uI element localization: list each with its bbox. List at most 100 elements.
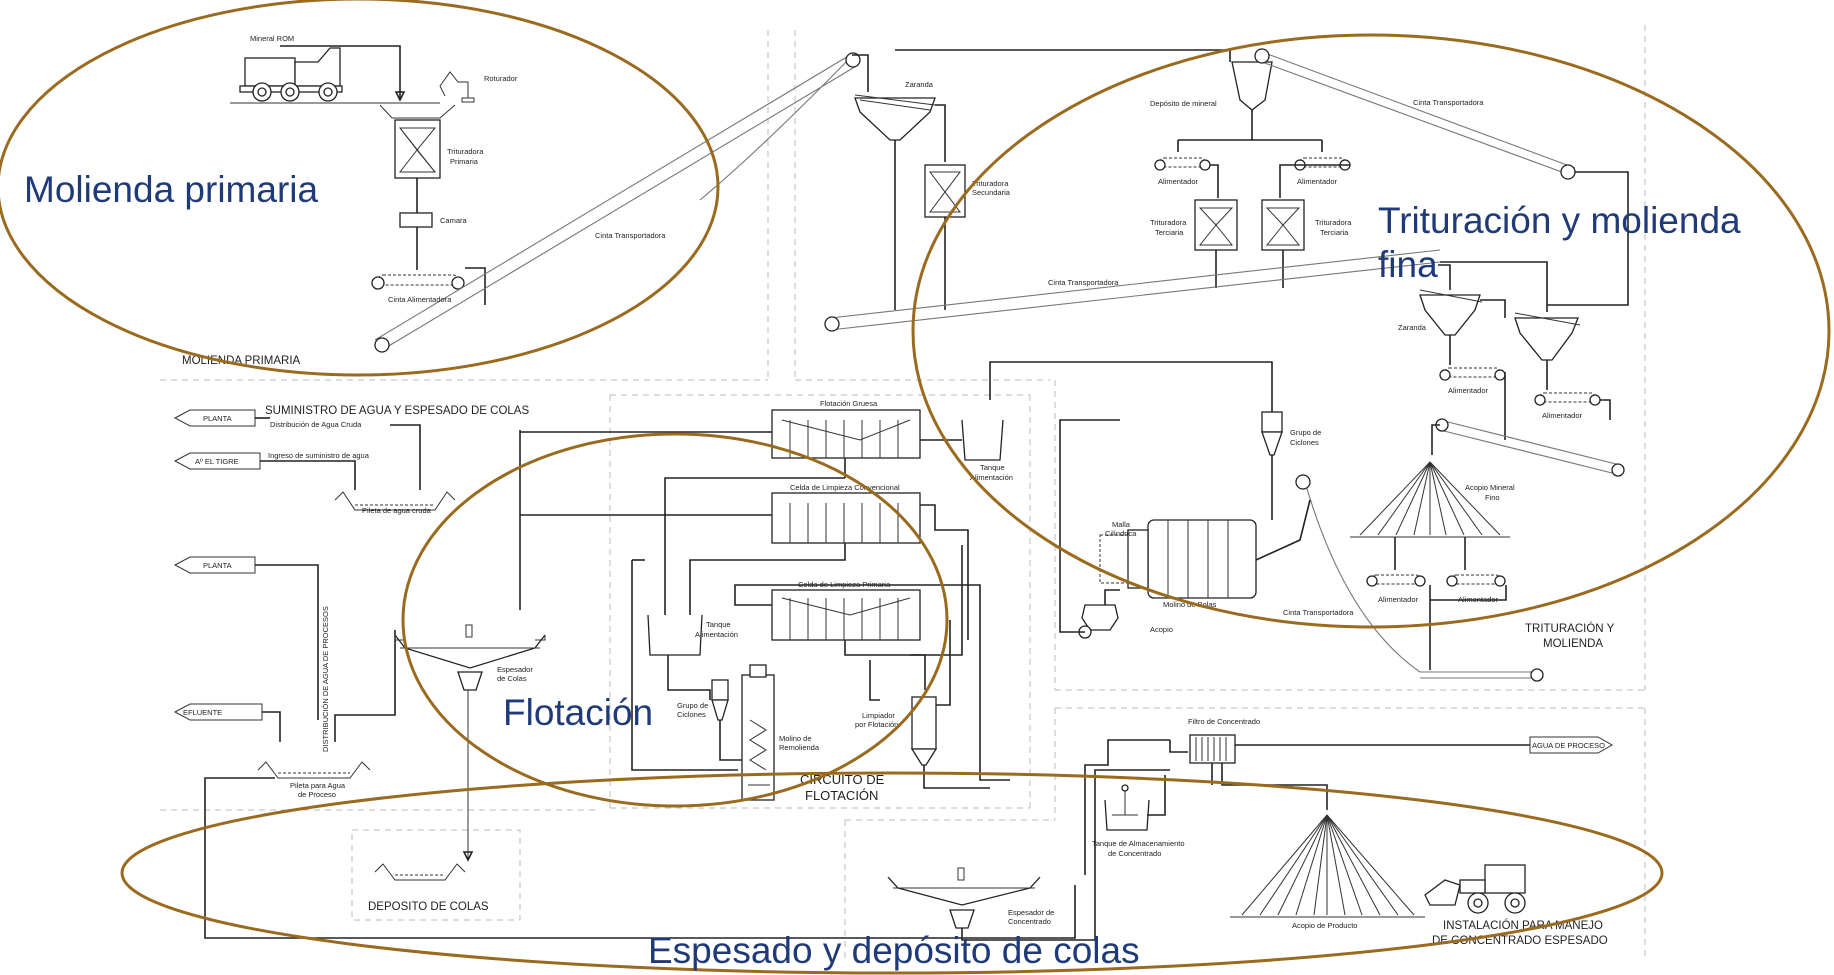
label-acopio-producto: Acopio de Producto	[1292, 921, 1357, 930]
conveyor-belt-middle	[824, 249, 1441, 332]
conveyor-belt-upper-right	[1254, 48, 1576, 180]
cleaner-primary-cells	[771, 589, 921, 641]
concentrate-thickener-icon	[887, 867, 1041, 929]
cyclone-group-icon	[1261, 411, 1283, 456]
feeder-fines-left-icon	[1366, 574, 1426, 587]
conveyor-belt-lower	[1295, 474, 1544, 682]
label-zaranda-top: Zaranda	[905, 80, 934, 89]
area-boundaries	[160, 25, 1646, 960]
stockpile-hopper-icon	[1078, 604, 1119, 639]
screen-right-1-icon	[1419, 289, 1483, 336]
label-acopio: Acopio	[1150, 625, 1173, 634]
label-tanque-almacenamiento-1: Tanque de Almacenamiento	[1092, 839, 1185, 848]
feeder-right-icon	[1294, 157, 1351, 171]
label-espesador-concentrado-2: Concentrado	[1008, 917, 1051, 926]
tailings-thickener-icon	[394, 624, 546, 691]
label-alimentador-6: Alimentador	[1458, 595, 1499, 604]
label-trituradora-secundaria-2: Secundaria	[972, 188, 1011, 197]
label-cinta-transportadora-3: Cinta Transportadora	[1048, 278, 1119, 287]
water-supply-area	[173, 409, 1076, 939]
chamber-box	[399, 212, 433, 228]
label-distribucion-agua-procesos: DISTRIBUCIÓN DE AGUA DE PROCESOS	[321, 606, 330, 752]
feed-tank-right-icon	[961, 419, 1004, 461]
label-molino-remolienda-2: Remolienda	[779, 743, 820, 752]
label-trituradora-terciaria-2a: Trituradora	[1315, 218, 1352, 227]
front-loader-icon	[1424, 864, 1526, 914]
oval-espesado	[120, 771, 1664, 975]
label-molino-remolienda-1: Molino de	[779, 734, 812, 743]
label-acopio-mineral-1: Acopio Mineral	[1465, 483, 1515, 492]
flotation-cleaner-column-icon	[910, 696, 938, 766]
label-alimentador-3: Alimentador	[1448, 386, 1489, 395]
label-espesador-concentrado-1: Espesador de	[1008, 908, 1054, 917]
feeder-screen-2-icon	[1534, 392, 1601, 406]
overlay-espesado: Espesado y depósito de colas	[648, 930, 1140, 971]
overlay-molienda-primaria: Molienda primaria	[24, 169, 318, 210]
tag-agua-proceso	[1529, 736, 1614, 754]
label-espesador-colas-2: de Colas	[497, 674, 527, 683]
label-camara: Camara	[440, 216, 468, 225]
label-tanque-almacenamiento-2: de Concentrado	[1108, 849, 1161, 858]
feeder-left-icon	[1154, 157, 1211, 171]
label-grupo-ciclones-2: Ciclones	[1290, 438, 1319, 447]
label-grupo-ciclones-1: Grupo de	[1290, 428, 1321, 437]
concentrate-filter-icon	[1189, 734, 1236, 764]
overlay-flotacion: Flotación	[503, 692, 653, 733]
label-pileta-agua-cruda: Pileta de agua cruda	[362, 506, 432, 515]
label-roturador: Roturador	[484, 74, 518, 83]
concentrate-storage-tank-icon	[1104, 784, 1150, 831]
tertiary-crusher-left-icon	[1194, 199, 1238, 251]
equipment-labels: Mineral ROM Roturador Trituradora Primar…	[183, 34, 1605, 930]
label-cinta-alimentadora: Cinta Alimentadora	[388, 295, 452, 304]
feeder-belt-icon	[371, 274, 465, 290]
label-planta-top: PLANTA	[203, 414, 232, 423]
screen-right-2-icon	[1514, 312, 1581, 361]
feeder-fines-right-icon	[1446, 574, 1506, 587]
label-distribucion-agua-cruda: Distribución de Agua Cruda	[270, 420, 362, 429]
label-alimentador-1: Alimentador	[1158, 177, 1199, 186]
crushing-grinding-area	[824, 48, 1629, 682]
flotation-circuit-area	[520, 409, 1010, 801]
label-alimentador-5: Alimentador	[1378, 595, 1419, 604]
tertiary-crusher-right-icon	[1261, 199, 1305, 251]
label-trituradora-primaria-1: Trituradora	[447, 147, 484, 156]
overlay-labels: Molienda primaria Trituración y molienda…	[24, 169, 1741, 971]
conveyor-belt-long	[374, 52, 861, 353]
label-alimentador-2: Alimentador	[1297, 177, 1338, 186]
label-tanque-alimentacion-right-2: Alimentación	[970, 473, 1013, 482]
label-ingreso-agua: Ingreso de suministro de agua	[268, 451, 370, 460]
raw-water-pond-icon	[334, 491, 456, 511]
label-trituradora-secundaria-1: Trituradora	[972, 179, 1009, 188]
ore-bin-icon	[1231, 61, 1273, 111]
label-espesador-colas-1: Espesador	[497, 665, 533, 674]
label-tanque-alimentacion-flot-1: Tanque	[706, 620, 731, 629]
section-suministro-agua: SUMINISTRO DE AGUA Y ESPESADO DE COLAS	[265, 405, 529, 417]
rougher-flotation-cells	[771, 409, 921, 459]
label-limpiador-2: por Flotación	[855, 720, 898, 729]
label-grupo-ciclones-flot-2: Ciclones	[677, 710, 706, 719]
label-cinta-transportadora-2: Cinta Transportadora	[1413, 98, 1484, 107]
overlay-trituracion-line1: Trituración y molienda	[1378, 200, 1741, 241]
label-molino-bolas: Molino de Bolas	[1163, 600, 1217, 609]
overlay-trituracion-line2: fina	[1378, 244, 1438, 285]
regrind-mill-icon	[741, 664, 775, 801]
regrind-cyclone-icon	[711, 679, 729, 721]
label-trituradora-primaria-2: Primaria	[450, 157, 479, 166]
label-acopio-mineral-2: Fino	[1485, 493, 1500, 502]
process-water-pond-icon	[257, 761, 371, 779]
label-pileta-proceso-1: Pileta para Agua	[290, 781, 346, 790]
concentrate-area	[887, 734, 1614, 941]
label-malla-1: Malla	[1112, 520, 1131, 529]
secondary-crusher-icon	[924, 164, 966, 218]
oval-molienda-primaria	[0, 0, 720, 377]
section-circuito-2: FLOTACIÓN	[805, 788, 878, 803]
label-cinta-transportadora-4: Cinta Transportadora	[1283, 608, 1354, 617]
label-tanque-alimentacion-flot-2: Alimentación	[695, 630, 738, 639]
tailings-deposit-icon	[374, 863, 466, 881]
rock-breaker-icon	[439, 71, 475, 103]
feed-tank-flotation-icon	[647, 614, 703, 656]
primary-crusher-icon	[394, 119, 441, 179]
oval-flotacion	[401, 432, 949, 808]
